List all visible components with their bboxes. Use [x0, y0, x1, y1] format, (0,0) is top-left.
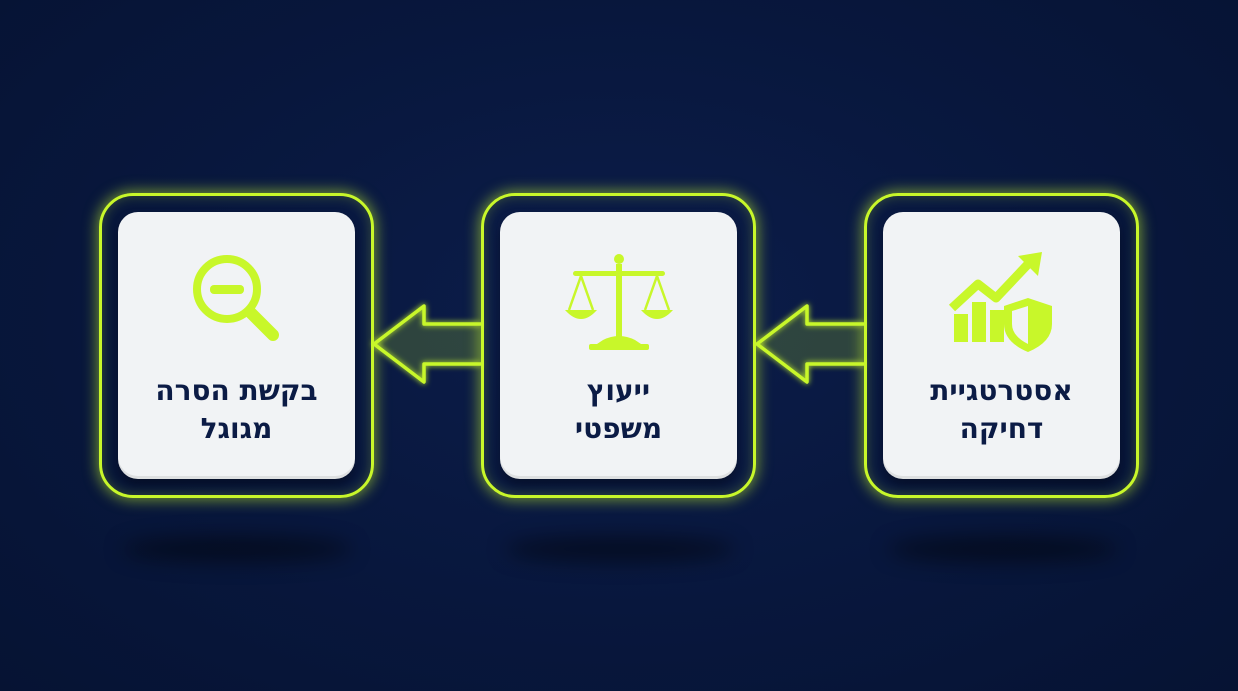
step-label-line1: בקשת הסרה — [155, 374, 318, 407]
step-card-google-removal: בקשת הסרה מגוגל — [118, 212, 355, 479]
card-shadow — [505, 536, 735, 562]
step-label-line2: משפטי — [574, 412, 663, 445]
step-label-line1: אסטרטגיית — [930, 374, 1073, 407]
step-label-line2: מגוגל — [200, 412, 273, 445]
arrow-left-icon — [755, 304, 864, 384]
card-shadow — [888, 536, 1118, 562]
step-card-suppression-strategy: אסטרטגיית דחיקה — [883, 212, 1120, 479]
arrow-left-icon — [372, 304, 481, 384]
magnifier-minus-icon — [192, 255, 279, 341]
step-label: ייעוץ משפטי — [510, 372, 727, 448]
step-label-line2: דחיקה — [959, 412, 1044, 445]
step-1-frame — [864, 193, 1139, 498]
step-card-legal-advice: ייעוץ משפטי — [500, 212, 737, 479]
step-3-frame — [99, 193, 374, 498]
step-label-line1: ייעוץ — [586, 374, 651, 407]
scales-of-justice-icon — [564, 254, 673, 350]
step-2-frame — [481, 193, 756, 498]
step-label: בקשת הסרה מגוגל — [128, 372, 345, 448]
step-label: אסטרטגיית דחיקה — [893, 372, 1110, 448]
growth-shield-icon — [948, 252, 1052, 352]
card-shadow — [122, 536, 352, 562]
